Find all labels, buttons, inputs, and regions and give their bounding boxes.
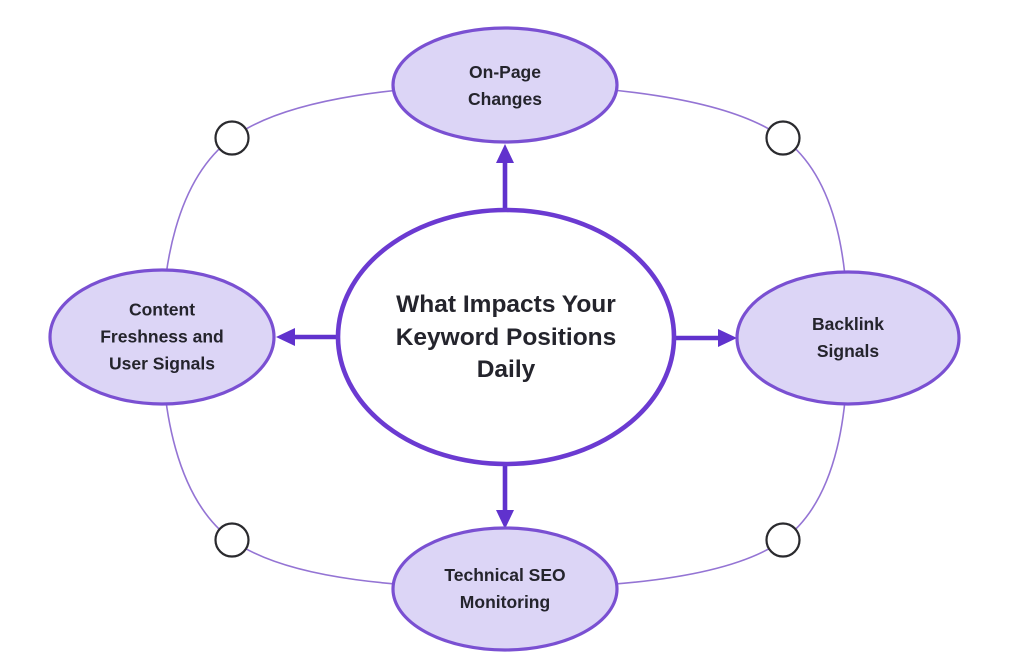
node-left-label: Content Freshness and User Signals [100, 299, 224, 374]
center-node-label: What Impacts Your Keyword Positions Dail… [395, 291, 617, 384]
arrow-to-top [496, 144, 514, 211]
junction-circle-top-left [214, 120, 250, 156]
node-left-ellipse [48, 268, 276, 406]
junction-circle-bottom-left [214, 522, 250, 558]
center-node-ellipse [335, 207, 677, 467]
junction-circle-top-right [765, 120, 801, 156]
arrow-to-right [673, 329, 737, 347]
junction-circle-bottom-right [765, 522, 801, 558]
arrow-to-left [276, 328, 339, 346]
node-bottom-label: Technical SEO Monitoring [444, 564, 566, 612]
node-right-ellipse [735, 270, 961, 406]
node-top-label: On-Page Changes [468, 61, 542, 109]
arrow-to-bottom [496, 463, 514, 529]
node-top-ellipse [391, 26, 619, 144]
node-right-label: Backlink Signals [812, 313, 884, 361]
node-bottom-ellipse [391, 526, 619, 652]
